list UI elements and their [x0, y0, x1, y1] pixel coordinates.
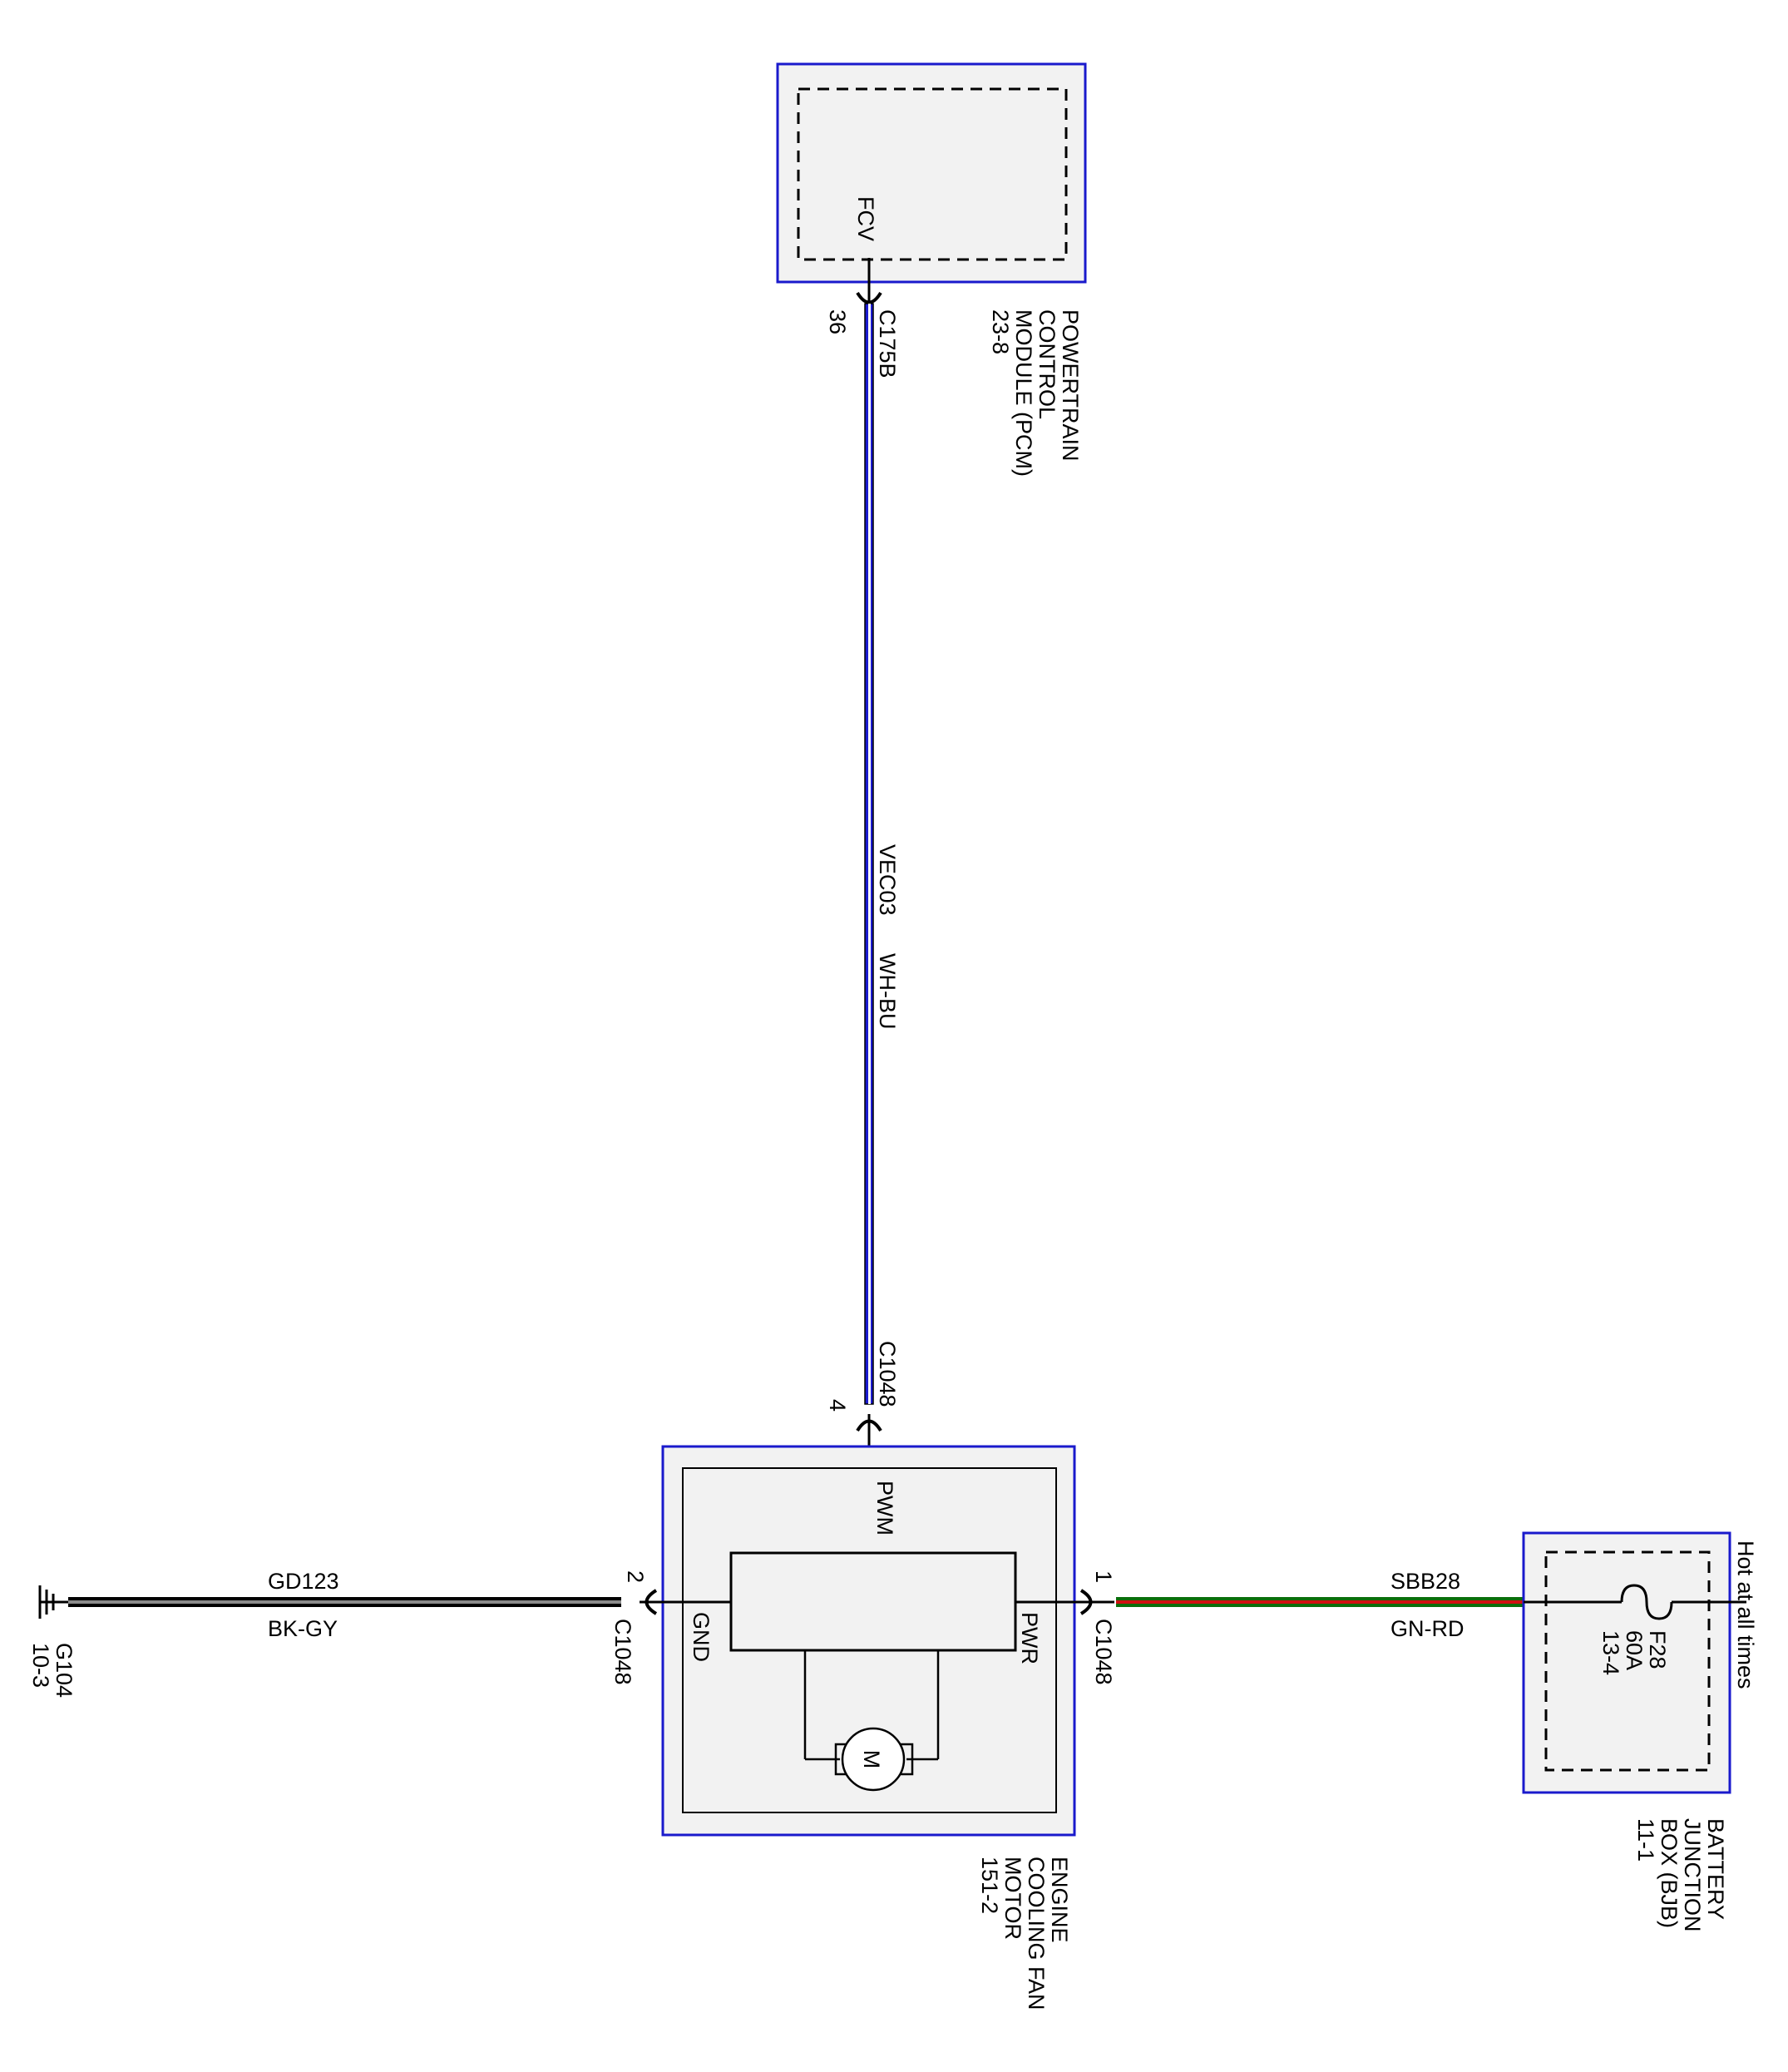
pcm-pin-label: FCV — [853, 196, 878, 241]
fan-pwr-connector-pin: 1 — [1091, 1570, 1116, 1583]
signal-wire-circuit: VEC03 — [875, 844, 900, 916]
fan-gnd-connector-symbol[interactable] — [645, 1589, 658, 1615]
bjb-name-line-1: BATTERY — [1703, 1818, 1728, 1920]
fan-pwm-connector-id: C1048 — [875, 1341, 900, 1407]
signal-wire[interactable] — [864, 303, 874, 1405]
bjb-name-line-4: 11-1 — [1633, 1818, 1658, 1862]
pcm-outer-box — [776, 62, 1087, 284]
fan-name-line-3: MOTOR — [1000, 1857, 1025, 1940]
battery-junction-box[interactable]: F28 60A 13-4 — [1522, 1531, 1731, 1794]
fan-pwm-label: PWM — [872, 1481, 897, 1535]
pcm-connector-pin: 36 — [825, 309, 850, 334]
power-wire-stripe — [1116, 1600, 1524, 1604]
power-wire-color-code: GN-RD — [1390, 1616, 1464, 1641]
signal-wire-color-code: WH-BU — [875, 953, 900, 1029]
ground-wire-color-code: BK-GY — [268, 1616, 338, 1641]
pcm-connector-symbol[interactable] — [856, 291, 882, 304]
fan-pwr-label: PWR — [1017, 1612, 1042, 1664]
fan-name-line-4: 151-2 — [977, 1857, 1002, 1914]
engine-cooling-fan-motor[interactable]: M PWM GND PWR — [661, 1445, 1076, 1837]
pcm-name-line-3: MODULE (PCM) — [1011, 309, 1036, 477]
bjb-name-line-3: BOX (BJB) — [1657, 1818, 1682, 1928]
signal-wire-stripe — [868, 304, 871, 1404]
fan-gnd-connector-pin: 2 — [623, 1570, 648, 1583]
motor-symbol-label: M — [859, 1750, 884, 1769]
bjb-inner-dashed-box — [1544, 1550, 1711, 1772]
bjb-hot-label: Hot at all times — [1733, 1540, 1758, 1689]
bjb-outer-box — [1522, 1531, 1731, 1794]
pcm-name-line-4: 23-8 — [988, 309, 1013, 354]
power-wire-circuit: SBB28 — [1390, 1569, 1460, 1594]
ground-wire-circuit: GD123 — [268, 1569, 339, 1594]
ground-id: G104 — [52, 1643, 77, 1698]
fan-pwm-connector-pin: 4 — [825, 1399, 850, 1412]
ground-symbol-icon — [38, 1585, 68, 1619]
fan-pwr-connector-id: C1048 — [1091, 1619, 1116, 1685]
pcm-inner-dashed-box — [797, 87, 1068, 261]
fan-gnd-label: GND — [689, 1612, 714, 1662]
bjb-name-line-2: JUNCTION — [1680, 1818, 1705, 1932]
fan-name-line-1: ENGINE — [1047, 1857, 1072, 1943]
ground-ref: 10-3 — [28, 1643, 53, 1688]
fuse-ref: 13-4 — [1598, 1630, 1623, 1675]
ground-wire[interactable] — [68, 1597, 621, 1607]
pcm-connector-id: C175B — [875, 309, 900, 378]
ground-wire-stripe — [68, 1600, 621, 1604]
pcm-name-line-1: POWERTRAIN — [1058, 309, 1083, 462]
motor-icon — [841, 1727, 906, 1792]
fuse-rating: 60A — [1622, 1630, 1647, 1670]
fuse-id: F28 — [1645, 1630, 1670, 1669]
fan-name-line-2: COOLING FAN — [1024, 1857, 1049, 2010]
fuse-icon — [1620, 1584, 1673, 1620]
pcm-name-line-2: CONTROL — [1035, 309, 1059, 419]
powertrain-control-module[interactable]: FCV — [776, 62, 1087, 284]
power-wire[interactable] — [1116, 1597, 1524, 1607]
fan-pwr-connector-symbol[interactable] — [1079, 1589, 1093, 1615]
fan-controller-block — [729, 1551, 1017, 1652]
fan-gnd-connector-id: C1048 — [610, 1619, 635, 1685]
